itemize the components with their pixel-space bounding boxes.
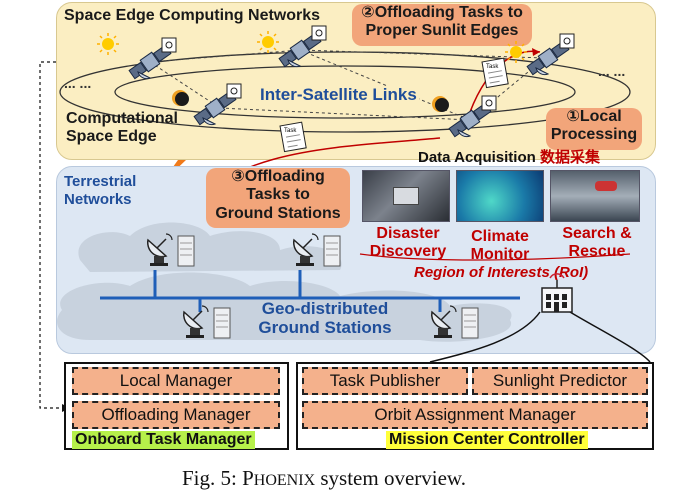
step3-line3: Ground Stations	[215, 204, 341, 222]
roi-climate: Climate Monitor	[460, 228, 540, 263]
roi-rescue-line1: Search &	[562, 225, 632, 242]
step1-box: ①Local Processing	[546, 108, 642, 150]
task-label: Task	[284, 128, 297, 134]
step2-box: ②Offloading Tasks to Proper Sunlit Edges	[352, 4, 532, 46]
mission-center-building-icon	[541, 273, 573, 313]
terrestrial-label-1: Terrestrial	[64, 173, 137, 190]
local-manager-box: Local Manager	[72, 367, 280, 395]
ground-antenna-icon	[430, 305, 457, 339]
offloading-manager-box: Offloading Manager	[72, 401, 280, 429]
data-acquisition-en: Data Acquisition	[418, 149, 536, 166]
ground-label: Geo-distributed Ground Stations	[240, 299, 410, 337]
step1-line1: ①Local	[566, 108, 622, 125]
roi-climate-line2: Monitor	[470, 245, 530, 263]
onboard-title: Onboard Task Manager	[72, 431, 255, 449]
ground-antenna-icon	[182, 305, 209, 339]
terrestrial-label-2: Networks	[64, 191, 132, 208]
disaster-image	[362, 170, 450, 222]
caption-name-rest: HOENIX	[253, 472, 316, 489]
task-document-icon	[279, 121, 307, 153]
data-acquisition-cn: 数据采集	[539, 149, 600, 166]
dots-right: ... ...	[598, 63, 626, 79]
server-icon	[461, 307, 479, 339]
roi-rescue: Search & Rescue	[554, 225, 640, 260]
server-icon	[213, 307, 231, 339]
roi-region-label: Region of Interests (RoI)	[414, 264, 589, 281]
caption-prefix: Fig. 5:	[182, 466, 243, 490]
task-publisher-box: Task Publisher	[302, 367, 468, 395]
ground-antenna-icon	[292, 233, 319, 267]
figure-caption: Fig. 5: PHOENIX system overview.	[182, 466, 466, 491]
ground-antenna-icon	[146, 233, 173, 267]
step2-line1: ②Offloading Tasks to	[361, 4, 523, 21]
roi-disaster-line2: Discovery	[369, 242, 447, 260]
caption-name-cap: P	[242, 466, 254, 490]
caption-suffix: system overview.	[315, 466, 466, 490]
step1-line2: Processing	[550, 126, 638, 144]
ground-label-line1: Geo-distributed	[261, 299, 389, 318]
edge-label-1: Computational	[66, 110, 178, 127]
data-acquisition-label: Data Acquisition 数据采集	[418, 149, 600, 167]
rescue-image	[550, 170, 640, 222]
step3-box: ③Offloading Tasks to Ground Stations	[206, 168, 350, 228]
edge-label-2: Space Edge	[66, 128, 157, 145]
step2-line2: Proper Sunlit Edges	[365, 22, 519, 40]
roi-climate-line1: Climate	[471, 228, 529, 245]
server-icon	[323, 235, 341, 267]
climate-image	[456, 170, 544, 222]
step3-line2: Tasks to	[246, 186, 310, 204]
roi-rescue-line2: Rescue	[568, 242, 626, 260]
roi-disaster: Disaster Discovery	[368, 225, 448, 260]
orbit-assignment-box: Orbit Assignment Manager	[302, 401, 648, 429]
task-label: Task	[486, 64, 499, 70]
sunlight-predictor-box: Sunlight Predictor	[472, 367, 648, 395]
mission-title: Mission Center Controller	[386, 431, 588, 449]
dots-left: ... ...	[64, 75, 92, 91]
step3-line1: ③Offloading	[231, 168, 325, 185]
isl-label: Inter-Satellite Links	[258, 85, 419, 105]
ground-label-line2: Ground Stations	[258, 317, 392, 337]
task-document-icon	[481, 57, 509, 89]
roi-disaster-line1: Disaster	[376, 225, 440, 242]
space-title: Space Edge Computing Networks	[64, 7, 321, 24]
server-icon	[177, 235, 195, 267]
